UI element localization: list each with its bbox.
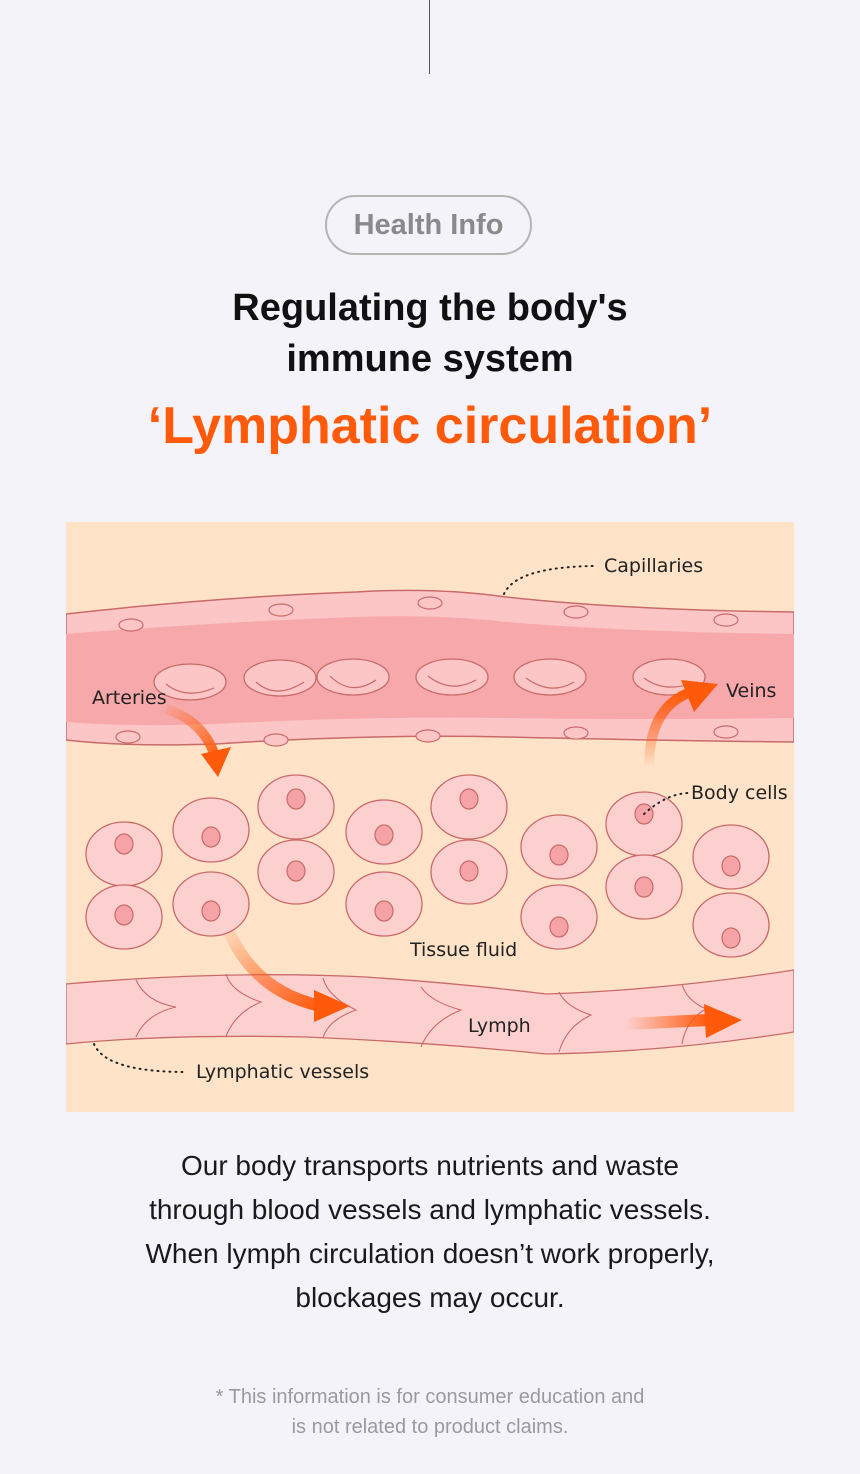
description-line: blockages may occur. xyxy=(295,1282,565,1313)
diagram-svg: Capillaries Arteries Veins Body cells Ti… xyxy=(66,555,794,1083)
health-info-badge: Health Info xyxy=(325,195,532,255)
page-title-line-1: Regulating the body's xyxy=(232,287,628,329)
lymph-flow-arrow xyxy=(625,1004,742,1038)
label-capillaries: Capillaries xyxy=(604,555,703,577)
disclaimer-line: * This information is for consumer educa… xyxy=(215,1386,645,1408)
disclaimer: * This information is for consumer educa… xyxy=(0,1382,860,1442)
lymphatic-vessel xyxy=(66,969,794,1055)
description-line: through blood vessels and lymphatic vess… xyxy=(149,1194,711,1225)
description-line: When lymph circulation doesn’t work prop… xyxy=(145,1238,715,1269)
capillary-vessel xyxy=(66,589,794,747)
cell-nuclei xyxy=(114,788,741,949)
label-veins: Veins xyxy=(726,680,776,702)
label-lymphatic-vessels: Lymphatic vessels xyxy=(196,1061,369,1083)
body-cells xyxy=(85,774,770,958)
page-title-line-2: immune system xyxy=(286,338,574,380)
description: Our body transports nutrients and waste … xyxy=(0,1144,860,1320)
highlight-title: ‘Lymphatic circulation’ xyxy=(147,397,713,455)
capillaries-leader xyxy=(503,565,595,595)
label-body-cells: Body cells xyxy=(691,782,788,804)
label-lymph: Lymph xyxy=(468,1015,531,1037)
divider-line xyxy=(429,0,430,74)
lymphatic-vessels-leader xyxy=(93,1043,187,1073)
arteries-arrow xyxy=(164,704,231,777)
badge-label: Health Info xyxy=(353,208,504,241)
disclaimer-line: is not related to product claims. xyxy=(291,1416,569,1438)
label-tissue-fluid: Tissue fluid xyxy=(409,939,517,961)
tissue-to-lymph-arrow xyxy=(223,929,350,1022)
description-line: Our body transports nutrients and waste xyxy=(180,1150,680,1181)
veins-arrow xyxy=(644,680,718,768)
label-arteries: Arteries xyxy=(92,687,167,709)
lymphatic-circulation-diagram: Capillaries Arteries Veins Body cells Ti… xyxy=(66,522,794,1112)
